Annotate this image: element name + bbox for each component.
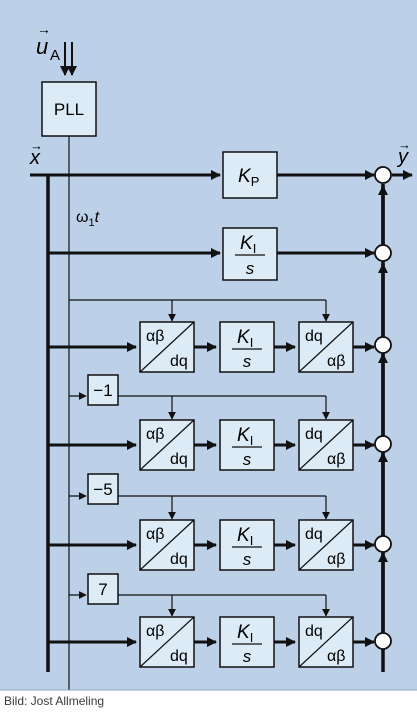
dq-to-ab-bottom: αβ [327, 451, 345, 468]
ki-label: KI [237, 525, 253, 548]
ki-denominator: s [243, 450, 252, 469]
ab-to-dq-diagonal [139, 519, 195, 571]
ki-label: KI [240, 233, 256, 256]
y-vector-arrow: → [398, 137, 411, 152]
dq-to-ab-top: dq [305, 526, 323, 543]
sum-junction-h3 [374, 632, 392, 650]
sum-junction-h2 [374, 535, 392, 553]
harmonic-gain-label: −1 [93, 381, 112, 400]
u-subscript: A [50, 47, 60, 64]
ki-block [219, 321, 275, 373]
dq-to-ab-top: dq [305, 623, 323, 640]
sum-junction-ki [374, 244, 392, 262]
summing-junctions [374, 166, 392, 650]
ab-to-dq-bottom: dq [170, 353, 188, 370]
omega-label: ω1t [76, 209, 100, 229]
kp-label: KP [238, 166, 259, 189]
ki-label: KI [237, 425, 253, 448]
ab-to-dq-bottom: dq [170, 551, 188, 568]
ki-label: KI [237, 622, 253, 645]
u-symbol: u [36, 34, 48, 59]
ab-to-dq-bottom: dq [170, 451, 188, 468]
ab-to-dq-top: αβ [146, 526, 164, 543]
ab-to-dq-diagonal [139, 616, 195, 668]
harmonic-gain-box [87, 374, 119, 406]
ab-to-dq-bottom: dq [170, 648, 188, 665]
ki-label: KI [237, 327, 253, 350]
ki-denominator: s [243, 550, 252, 569]
dq-to-ab-diagonal [298, 419, 354, 471]
ab-to-dq-diagonal [139, 419, 195, 471]
sum-junction-h1 [374, 435, 392, 453]
harmonic-rows: αβdqKIsdqαβαβdqKIsdqαβ−1αβdqKIsdqαβ−5αβd… [48, 299, 375, 668]
harmonic-gain-box [87, 573, 119, 605]
ab-to-dq-top: αβ [146, 623, 164, 640]
ki-denominator: s [243, 647, 252, 666]
harmonic-gain-box [87, 473, 119, 505]
ab-to-dq-diagonal [139, 321, 195, 373]
ki-block [219, 616, 275, 668]
dq-to-ab-bottom: αβ [327, 648, 345, 665]
sum-junction-h0 [374, 336, 392, 354]
dq-to-ab-top: dq [305, 328, 323, 345]
ki-block [219, 419, 275, 471]
u-vector-arrow: → [37, 21, 51, 37]
ab-to-dq-top: αβ [146, 426, 164, 443]
dq-to-ab-diagonal [298, 321, 354, 373]
pll-label: PLL [54, 100, 84, 119]
dq-to-ab-top: dq [305, 426, 323, 443]
ab-to-dq-top: αβ [146, 328, 164, 345]
y-label: y [396, 146, 409, 168]
input-u-a: u → A [36, 21, 77, 76]
dq-to-ab-diagonal [298, 519, 354, 571]
dq-to-ab-diagonal [298, 616, 354, 668]
ki-block [222, 227, 278, 281]
image-caption: Bild: Jost Allmeling [4, 694, 105, 708]
ki-denominator: s [246, 259, 255, 278]
ki-denominator: s [243, 352, 252, 371]
harmonic-gain-label: 7 [98, 580, 107, 599]
x-label: x [29, 147, 41, 169]
harmonic-gain-label: −5 [93, 480, 112, 499]
x-vector-arrow: → [30, 138, 43, 153]
sum-junction-kp [374, 166, 392, 184]
dq-to-ab-bottom: αβ [327, 551, 345, 568]
dq-to-ab-bottom: αβ [327, 353, 345, 370]
